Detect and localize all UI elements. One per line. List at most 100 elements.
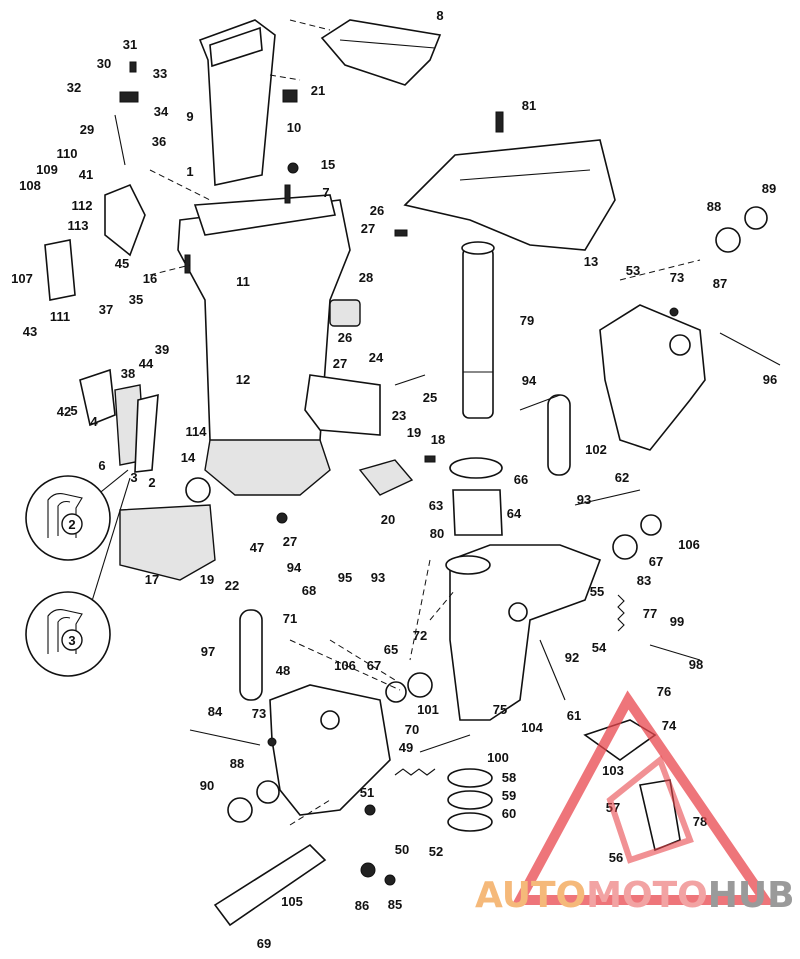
part-label: 86: [355, 898, 369, 913]
part-label: 48: [276, 663, 290, 678]
part-label: 98: [689, 657, 703, 672]
part-label: 15: [321, 157, 335, 172]
part-label: 3: [130, 470, 137, 485]
part-label: 8: [436, 8, 443, 23]
part-label: 85: [388, 897, 402, 912]
part-label: 54: [592, 640, 607, 655]
part-label: 63: [429, 498, 443, 513]
part-label: 26: [370, 203, 384, 218]
part-label: 83: [637, 573, 651, 588]
part-label: 81: [522, 98, 536, 113]
part-label: 10: [287, 120, 301, 135]
part-label: 53: [626, 263, 640, 278]
part-label: 47: [250, 540, 264, 555]
part-label: 16: [143, 271, 157, 286]
watermark-moto: MOTO: [586, 875, 708, 916]
part-label: 34: [154, 104, 169, 119]
watermark-inner-shape: [606, 755, 694, 864]
part-label: 30: [97, 56, 111, 71]
part-label: 105: [281, 894, 303, 909]
part-label: 64: [507, 506, 522, 521]
part-label: 4: [90, 414, 98, 429]
part-label: 33: [153, 66, 167, 81]
part-label: 28: [359, 270, 373, 285]
part-label: 107: [11, 271, 33, 286]
part-label: 32: [67, 80, 81, 95]
part-label: 55: [590, 584, 604, 599]
part-label: 35: [129, 292, 143, 307]
part-label: 9: [186, 109, 193, 124]
part-label: 95: [338, 570, 352, 585]
part-label: 56: [609, 850, 623, 865]
part-label: 106: [334, 658, 356, 673]
part-label: 88: [230, 756, 244, 771]
part-label: 27: [283, 534, 297, 549]
detail-circles: 23: [25, 475, 111, 677]
part-label: 72: [413, 628, 427, 643]
part-label: 50: [395, 842, 409, 857]
part-label: 114: [186, 424, 208, 439]
part-label: 5: [70, 403, 77, 418]
part-label: 12: [236, 372, 250, 387]
part-label: 44: [139, 356, 154, 371]
part-label: 96: [763, 372, 777, 387]
part-label: 1: [186, 164, 193, 179]
part-label: 74: [662, 718, 677, 733]
part-label: 84: [208, 704, 223, 719]
part-label: 43: [23, 324, 37, 339]
watermark-triangle: [511, 690, 775, 905]
part-label: 75: [493, 702, 507, 717]
part-label: 67: [649, 554, 663, 569]
part-label: 94: [522, 373, 537, 388]
part-label: 66: [514, 472, 528, 487]
part-label: 2: [148, 475, 155, 490]
part-label: 62: [615, 470, 629, 485]
part-label: 51: [360, 785, 374, 800]
part-label: 92: [565, 650, 579, 665]
part-label: 61: [567, 708, 581, 723]
parts-artwork: [44, 19, 781, 927]
detail-view-2: 2: [25, 475, 111, 561]
part-label: 93: [577, 492, 591, 507]
part-label: 24: [369, 350, 384, 365]
part-label: 110: [57, 146, 78, 161]
part-label: 109: [36, 162, 58, 177]
part-label: 60: [502, 806, 516, 821]
detail-number: 2: [68, 517, 75, 532]
part-label: 111: [50, 309, 70, 324]
part-label: 49: [399, 740, 413, 755]
part-label: 79: [520, 313, 534, 328]
part-label: 36: [152, 134, 166, 149]
part-label: 31: [123, 37, 137, 52]
part-label: 80: [430, 526, 444, 541]
part-label: 89: [762, 181, 776, 196]
part-label: 29: [80, 122, 94, 137]
part-label: 101: [417, 702, 439, 717]
part-label: 67: [367, 658, 381, 673]
part-label: 13: [584, 254, 598, 269]
part-label: 70: [405, 722, 419, 737]
part-label: 76: [657, 684, 671, 699]
part-label: 26: [338, 330, 352, 345]
part-label: 37: [99, 302, 113, 317]
part-label: 11: [236, 274, 250, 289]
part-label: 42: [57, 404, 71, 419]
detail-number: 3: [68, 633, 75, 648]
part-label: 27: [333, 356, 347, 371]
part-label: 87: [713, 276, 727, 291]
part-label: 41: [79, 167, 93, 182]
part-label: 22: [225, 578, 239, 593]
part-label: 45: [115, 256, 129, 271]
part-label: 97: [201, 644, 215, 659]
part-label: 18: [431, 432, 445, 447]
part-label: 94: [287, 560, 302, 575]
part-label: 68: [302, 583, 316, 598]
part-label: 23: [392, 408, 406, 423]
part-label: 103: [602, 763, 624, 778]
detail-view-3: 3: [25, 591, 111, 677]
part-label: 104: [521, 720, 543, 735]
part-label: 88: [707, 199, 721, 214]
part-label: 100: [487, 750, 509, 765]
part-label: 21: [311, 83, 325, 98]
